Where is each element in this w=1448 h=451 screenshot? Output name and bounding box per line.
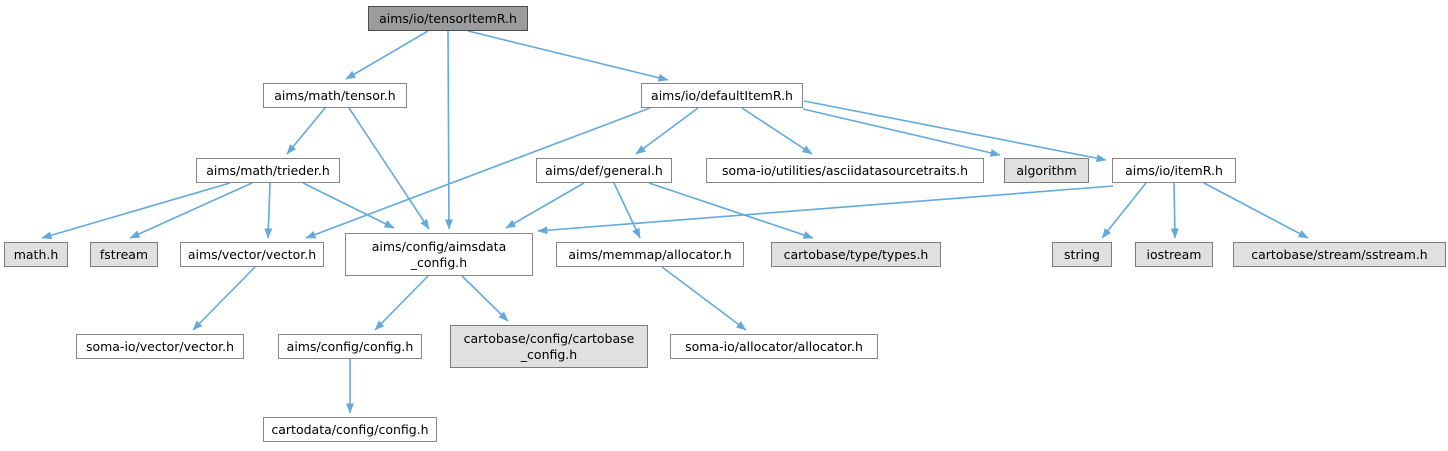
edge-tensoritemr-aimsdata (444, 30, 453, 230)
edge-defaultitemr-itemr (803, 100, 1107, 163)
edge-itemr-string (1101, 182, 1147, 239)
edge-itemr-aimsdata (537, 185, 1114, 235)
graph-node-label: soma-io/vector/vector.h (85, 338, 235, 354)
edge-aimsdata-aims_config (374, 275, 429, 331)
graph-node-ascii[interactable]: soma-io/utilities/asciidatasourcetraits.… (706, 158, 984, 183)
graph-node-cartobase_config: cartobase/config/cartobase _config.h (450, 325, 648, 368)
graph-node-label: fstream (99, 246, 149, 262)
graph-node-label: aims/math/trieder.h (206, 162, 330, 178)
edge-defaultitemr-vector (305, 107, 651, 239)
graph-node-itemr[interactable]: aims/io/itemR.h (1112, 158, 1236, 183)
graph-node-string: string (1052, 242, 1112, 267)
graph-node-label: soma-io/utilities/asciidatasourcetraits.… (721, 162, 968, 178)
edge-tensoritemr-tensor (345, 30, 429, 80)
graph-node-iostream: iostream (1135, 242, 1213, 267)
graph-node-label: iostream (1146, 246, 1202, 262)
graph-node-math: math.h (4, 242, 68, 267)
graph-node-label: cartobase/config/cartobase _config.h (463, 330, 635, 362)
edge-memmap-somaio_allocator (661, 266, 747, 331)
graph-node-vector[interactable]: aims/vector/vector.h (180, 242, 324, 267)
graph-node-algorithm: algorithm (1004, 158, 1089, 183)
edge-defaultitemr-ascii (741, 107, 813, 155)
graph-node-label: aims/def/general.h (545, 162, 663, 178)
graph-node-label: aims/io/defaultItemR.h (651, 87, 793, 103)
graph-node-label: aims/math/tensor.h (274, 87, 396, 103)
edge-general-aimsdata (505, 182, 585, 229)
graph-node-somaio_allocator[interactable]: soma-io/allocator/allocator.h (670, 334, 878, 359)
edge-trieder-math (41, 182, 231, 240)
edge-trieder-aimsdata (302, 182, 395, 229)
graph-node-label: cartobase/stream/sstream.h (1251, 246, 1428, 262)
edge-vector-somaio_vector (192, 266, 256, 331)
edge-itemr-sstream (1203, 182, 1309, 239)
graph-node-cartodata_config[interactable]: cartodata/config/config.h (263, 417, 437, 442)
graph-node-memmap[interactable]: aims/memmap/allocator.h (556, 242, 744, 267)
graph-node-label: cartobase/type/types.h (783, 246, 929, 262)
edge-trieder-fstream (129, 182, 253, 239)
edge-tensor-aimsdata (348, 107, 430, 230)
graph-node-label: string (1064, 246, 1100, 262)
graph-node-tensor[interactable]: aims/math/tensor.h (263, 83, 407, 108)
graph-node-somaio_vector[interactable]: soma-io/vector/vector.h (76, 334, 244, 359)
edge-trieder-vector (264, 182, 273, 239)
graph-node-label: aims/config/config.h (286, 338, 414, 354)
graph-node-label: aims/config/aimsdata _config.h (371, 238, 507, 270)
edge-defaultitemr-general (635, 107, 699, 155)
edge-aimsdata-cartobase_config (461, 275, 509, 322)
graph-node-tensoritemr: aims/io/tensorItemR.h (368, 6, 528, 31)
graph-node-sstream: cartobase/stream/sstream.h (1233, 242, 1446, 267)
edge-tensor-trieder (286, 107, 326, 155)
graph-node-label: aims/vector/vector.h (187, 246, 317, 262)
edge-defaultitemr-algorithm (802, 108, 1001, 157)
graph-node-label: math.h (13, 246, 59, 262)
graph-node-general[interactable]: aims/def/general.h (536, 158, 672, 183)
edge-itemr-iostream (1170, 182, 1179, 239)
edge-general-memmap (613, 182, 641, 239)
graph-node-aimsdata[interactable]: aims/config/aimsdata _config.h (345, 233, 533, 276)
graph-node-label: cartodata/config/config.h (271, 421, 429, 437)
graph-node-defaultitemr[interactable]: aims/io/defaultItemR.h (641, 83, 803, 108)
graph-node-label: soma-io/allocator/allocator.h (685, 338, 863, 354)
edge-general-types (648, 182, 814, 239)
graph-node-fstream: fstream (90, 242, 158, 267)
graph-node-aims_config[interactable]: aims/config/config.h (278, 334, 422, 359)
graph-node-label: algorithm (1016, 162, 1077, 178)
graph-node-types: cartobase/type/types.h (771, 242, 941, 267)
graph-node-label: aims/io/tensorItemR.h (379, 10, 517, 26)
edge-tensoritemr-defaultitemr (467, 30, 669, 82)
graph-node-label: aims/io/itemR.h (1125, 162, 1223, 178)
graph-node-trieder[interactable]: aims/math/trieder.h (196, 158, 340, 183)
graph-node-label: aims/memmap/allocator.h (568, 246, 732, 262)
